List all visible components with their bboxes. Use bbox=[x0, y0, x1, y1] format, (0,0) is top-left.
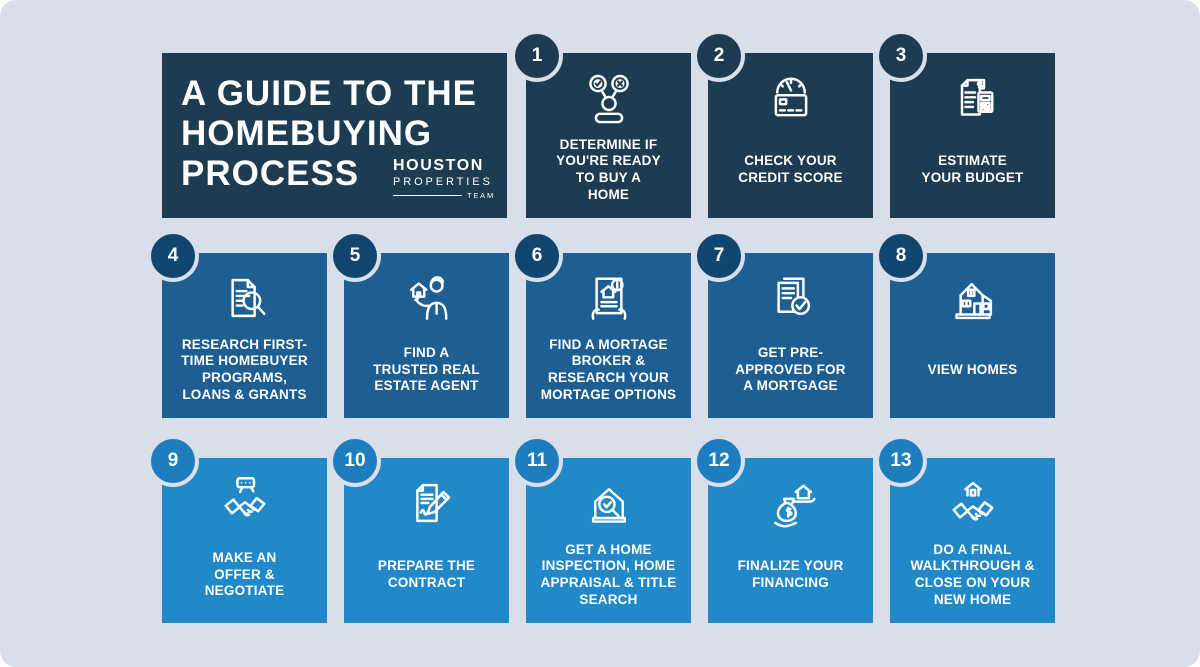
step-label: PREPARE THE CONTRACT bbox=[377, 558, 476, 590]
step-number-badge: 6 bbox=[511, 230, 563, 282]
step-label: FINALIZE YOUR FINANCING bbox=[737, 558, 844, 590]
step-label: GET A HOME INSPECTION, HOME APPRAISAL & … bbox=[540, 541, 677, 607]
step-label: FIND A MORTAGE BROKER & RESEARCH YOUR MO… bbox=[540, 336, 677, 402]
step-label: DETERMINE IF YOU'RE READY TO BUY A HOME bbox=[556, 136, 661, 202]
brand-team-row: TEAM bbox=[393, 191, 495, 200]
page-title: A GUIDE TO THE HOMEBUYING PROCESS bbox=[181, 74, 477, 193]
negotiate-handshake-icon bbox=[212, 471, 278, 535]
step-label: GET PRE- APPROVED FOR A MORTGAGE bbox=[735, 344, 846, 394]
brand-name-bottom: PROPERTIES bbox=[393, 176, 493, 188]
brand-name-top: HOUSTON bbox=[393, 157, 484, 174]
financing-money-icon bbox=[758, 471, 824, 535]
mortgage-options-icon bbox=[576, 266, 642, 330]
step-number-badge: 3 bbox=[875, 30, 927, 82]
budget-calculator-icon bbox=[940, 66, 1006, 130]
home-inspection-icon bbox=[576, 471, 642, 535]
step-label: FIND A TRUSTED REAL ESTATE AGENT bbox=[373, 344, 480, 394]
step-number-badge: 2 bbox=[693, 30, 745, 82]
step-label: RESEARCH FIRST- TIME HOMEBUYER PROGRAMS,… bbox=[181, 336, 308, 402]
closing-handshake-icon bbox=[940, 471, 1006, 535]
step-label: ESTIMATE YOUR BUDGET bbox=[921, 153, 1024, 185]
step-number-badge: 7 bbox=[693, 230, 745, 282]
real-estate-agent-icon bbox=[394, 266, 460, 330]
step-label: MAKE AN OFFER & NEGOTIATE bbox=[204, 549, 285, 599]
credit-score-icon bbox=[758, 66, 824, 130]
step-number-badge: 11 bbox=[511, 435, 563, 487]
title-card: A GUIDE TO THE HOMEBUYING PROCESS HOUSTO… bbox=[162, 53, 507, 218]
step-number-badge: 10 bbox=[329, 435, 381, 487]
step-label: VIEW HOMES bbox=[927, 361, 1018, 377]
brand-rule bbox=[393, 195, 462, 196]
step-number-badge: 8 bbox=[875, 230, 927, 282]
brand-logo: HOUSTON PROPERTIES TEAM bbox=[393, 157, 495, 200]
step-number-badge: 1 bbox=[511, 30, 563, 82]
step-number-badge: 9 bbox=[147, 435, 199, 487]
step-label: DO A FINAL WALKTHROUGH & CLOSE ON YOUR N… bbox=[910, 541, 1035, 607]
step-card-13: 13 DO A FINAL WALKTHROUGH & CLOSE ON YOUR… bbox=[875, 435, 1055, 623]
step-label: CHECK YOUR CREDIT SCORE bbox=[738, 153, 843, 185]
person-decision-icon bbox=[576, 66, 642, 130]
step-number-badge: 4 bbox=[147, 230, 199, 282]
house-icon bbox=[940, 266, 1006, 330]
step-number-badge: 13 bbox=[875, 435, 927, 487]
brand-name-small: TEAM bbox=[466, 191, 495, 200]
step-number-badge: 5 bbox=[329, 230, 381, 282]
step-number-badge: 12 bbox=[693, 435, 745, 487]
approved-documents-icon bbox=[758, 266, 824, 330]
contract-pen-icon bbox=[394, 471, 460, 535]
research-document-icon bbox=[212, 266, 278, 330]
